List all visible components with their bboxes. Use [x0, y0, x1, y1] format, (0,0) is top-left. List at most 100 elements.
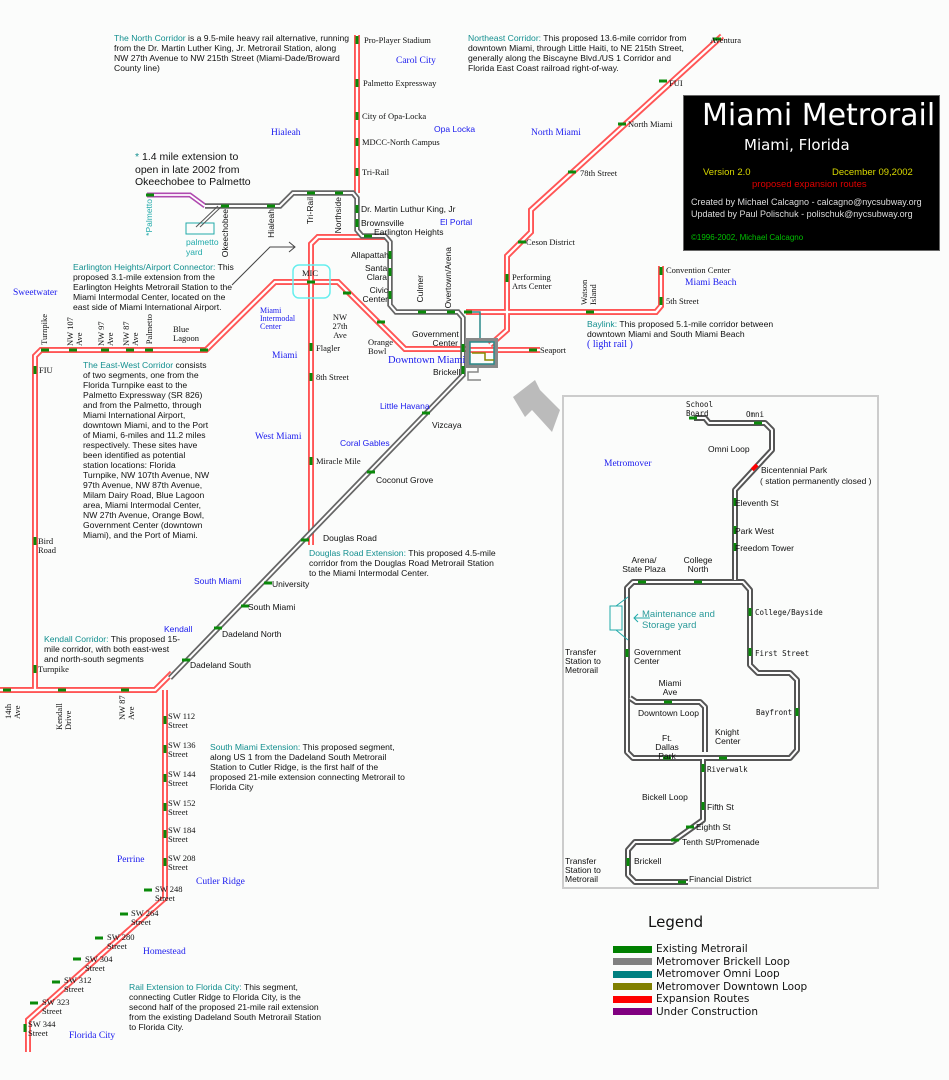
station-marker: [126, 348, 134, 352]
metromover-station[interactable]: College North: [683, 555, 713, 574]
metromover-station[interactable]: Fifth St: [707, 802, 734, 812]
baylink-description: Baylink: This proposed 5.1-mile corridor…: [587, 319, 787, 350]
station-marker: [663, 756, 671, 760]
metromover-station[interactable]: Bicentennial Park: [761, 465, 828, 475]
metromover-station[interactable]: Miami Ave: [658, 678, 682, 697]
station-label[interactable]: Bird Road: [38, 536, 56, 555]
station-label[interactable]: Brownsville: [361, 218, 404, 228]
station-label[interactable]: SW 144 Street: [168, 769, 196, 788]
station-label[interactable]: South Miami: [248, 602, 296, 612]
station-label[interactable]: Turnpike: [38, 664, 69, 674]
station-label[interactable]: 5th Street: [666, 296, 699, 306]
metromover-station[interactable]: Knight Center: [715, 727, 741, 746]
station-label[interactable]: SW 152 Street: [168, 798, 196, 817]
station-label[interactable]: Vizcaya: [432, 420, 462, 430]
metromover-station[interactable]: Eleventh St: [735, 498, 779, 508]
area-label: El Portal: [440, 217, 473, 227]
station-label[interactable]: Santa Clara: [365, 263, 388, 282]
station-label[interactable]: SW 323 Street: [42, 997, 70, 1016]
desc-heading: Kendall Corridor:: [44, 634, 109, 644]
metromover-station[interactable]: Government Center: [634, 647, 681, 666]
station-label[interactable]: Douglas Road: [323, 533, 377, 543]
mic-label[interactable]: MIC: [302, 268, 319, 278]
metromover-station[interactable]: College/Bayside: [755, 608, 823, 617]
area-label: Miami Intermodal Center: [260, 306, 296, 331]
station-marker: [719, 756, 727, 760]
station-label[interactable]: SW 136 Street: [168, 740, 196, 759]
station-label[interactable]: Coconut Grove: [376, 475, 434, 485]
south-miami-extension-description: South Miami Extension: This proposed seg…: [210, 742, 415, 792]
station-label[interactable]: North Miami: [628, 119, 673, 129]
station-label[interactable]: SW 184 Street: [168, 825, 196, 844]
station-marker: [364, 234, 372, 238]
station-label[interactable]: Aventura: [710, 35, 741, 45]
station-label[interactable]: Allapattah: [351, 250, 389, 260]
metromover-station[interactable]: Freedom Tower: [735, 543, 794, 553]
station-label[interactable]: Dadeland North: [222, 629, 282, 639]
extension-note: * 1.4 mile extension to open in late 200…: [135, 151, 255, 189]
area-label: Florida City: [69, 1031, 116, 1041]
metromover-station[interactable]: School Board: [686, 400, 714, 418]
station-label[interactable]: SW 248 Street: [155, 884, 183, 903]
station-label[interactable]: SW 264 Street: [131, 908, 159, 927]
station-label[interactable]: Convention Center: [666, 265, 731, 275]
station-label[interactable]: Tri-Rail: [362, 167, 390, 177]
station-label[interactable]: FUI: [669, 78, 683, 88]
station-label[interactable]: SW 280 Street: [107, 932, 135, 951]
metromover-station[interactable]: Arena/ State Plaza: [622, 555, 666, 574]
station-label[interactable]: Blue Lagoon: [173, 324, 199, 343]
station-label[interactable]: Government Center: [412, 329, 459, 348]
station-label[interactable]: 78th Street: [580, 168, 618, 178]
station-label[interactable]: NW 27th Ave: [332, 312, 348, 340]
station-label[interactable]: MDCC-North Campus: [362, 137, 440, 147]
station-label[interactable]: Seaport: [540, 345, 566, 355]
loop-label: Bickell Loop: [642, 792, 688, 802]
station-label[interactable]: Dadeland South: [190, 660, 251, 670]
area-label: Miami Beach: [685, 278, 737, 288]
station-label[interactable]: Palmetto Expressway: [363, 78, 437, 88]
metromover-station[interactable]: Financial District: [689, 874, 752, 884]
station-label[interactable]: Orange Bowl: [368, 337, 394, 356]
version: Version 2.0: [703, 167, 751, 178]
station-label[interactable]: University: [272, 579, 310, 589]
metromover-station[interactable]: Bayfront: [756, 708, 793, 717]
light-rail-note: ( light rail ): [587, 339, 633, 350]
updated-by: Updated by Paul Polischuk - polischuk@ny…: [691, 209, 913, 219]
metromover-station[interactable]: Park West: [735, 526, 775, 536]
station-label[interactable]: Dr. Martin Luthur King, Jr: [361, 204, 456, 214]
station-label[interactable]: Brickell: [433, 367, 461, 377]
legend-swatch: [613, 970, 652, 978]
metromover-station[interactable]: Eighth St: [696, 822, 731, 832]
metromover-station[interactable]: Brickell: [634, 856, 662, 866]
desc-heading: The North Corridor: [114, 33, 186, 43]
metromover-station[interactable]: Ft. Dallas Park: [655, 733, 679, 761]
station-label[interactable]: SW 304 Street: [85, 954, 113, 973]
station-label[interactable]: Ceson District: [526, 237, 575, 247]
palmetto-yard-label: palmetto yard: [186, 237, 219, 257]
station-label[interactable]: Earlington Heights: [374, 227, 444, 237]
station-label[interactable]: 8th Street: [316, 372, 349, 382]
station-marker: [163, 745, 167, 753]
station-label[interactable]: Flagler: [316, 343, 341, 353]
station-label[interactable]: FIU: [39, 365, 53, 375]
station-label[interactable]: City of Opa-Locka: [362, 111, 427, 121]
station-label[interactable]: SW 312 Street: [64, 975, 92, 994]
station-label[interactable]: Pro-Player Stadium: [364, 35, 431, 45]
legend-label: Under Construction: [656, 1005, 758, 1018]
station-marker: [625, 649, 629, 657]
station-label[interactable]: SW 208 Street: [168, 853, 196, 872]
legend-swatch: [613, 945, 652, 953]
station-label[interactable]: Miracle Mile: [316, 456, 361, 466]
station-label[interactable]: Civic Center: [362, 285, 388, 304]
station-label[interactable]: Performing Arts Center: [512, 272, 552, 291]
station-label[interactable]: SW 112 Street: [168, 711, 196, 730]
metromover-station[interactable]: Riverwalk: [707, 765, 748, 774]
station-marker: [221, 204, 229, 208]
metromover-station[interactable]: Omni: [746, 410, 765, 419]
station-marker: [309, 373, 313, 381]
metromover-station[interactable]: First Street: [755, 649, 810, 658]
station-label[interactable]: SW 344 Street: [28, 1019, 56, 1038]
station-marker: [355, 205, 359, 213]
station-marker: [686, 825, 694, 829]
metromover-station[interactable]: Tenth St/Promenade: [682, 837, 760, 847]
